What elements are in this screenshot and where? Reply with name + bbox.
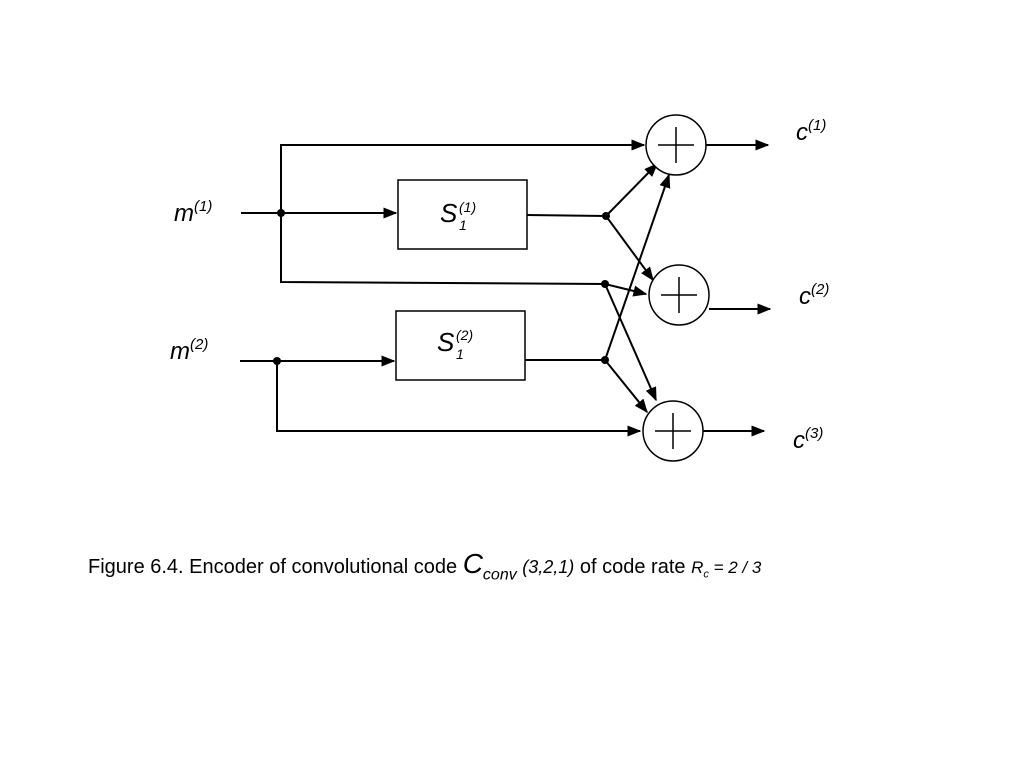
rate-text: of code rate — [579, 556, 686, 578]
m1-to-adder2-arrow — [604, 283, 648, 297]
s1-2-to-adder3-arrow — [604, 359, 648, 414]
s1-2-to-adder1-arrow — [604, 173, 671, 361]
rate-value: = 2 / 3 — [713, 558, 762, 577]
figure-caption: Figure 6.4. Encoder of convolutional cod… — [88, 548, 761, 585]
register-s1-1-box — [397, 179, 528, 250]
rate-symbol: R — [691, 558, 704, 577]
register-s1-2-box — [395, 310, 526, 381]
m1-junction-dot — [277, 209, 285, 217]
m1-to-adder3-arrow — [604, 283, 657, 402]
input-label-m2: m(2) — [170, 336, 208, 365]
adder-2 — [648, 264, 710, 326]
adder-3 — [642, 400, 704, 462]
rate-subscript: c — [703, 568, 709, 581]
output-label-c3: c(3) — [793, 425, 823, 454]
m2-branch-lower — [276, 361, 600, 432]
code-symbol-letter: C — [462, 548, 483, 579]
caption-text: Figure 6.4. Encoder of convolutional cod… — [88, 556, 458, 578]
s1-1-to-adder2-arrow — [605, 215, 654, 282]
m1-branch-lower — [280, 213, 606, 285]
input-label-m1: m(1) — [174, 198, 212, 227]
m2-junction-dot — [273, 357, 281, 365]
adder-1 — [645, 114, 707, 176]
code-parameters: (3,2,1) — [522, 557, 575, 577]
code-symbol-subscript: conv — [482, 566, 517, 584]
s1-1-to-adder1-arrow — [605, 163, 658, 217]
register-s1-1-output-line — [526, 214, 607, 217]
code-symbol: Cconv — [463, 548, 517, 585]
output-label-c1: c(1) — [796, 117, 826, 146]
m1-branch-to-adder1 — [280, 144, 640, 213]
code-rate-formula: Rc = 2 / 3 — [691, 558, 761, 580]
output-label-c2: c(2) — [799, 281, 829, 310]
